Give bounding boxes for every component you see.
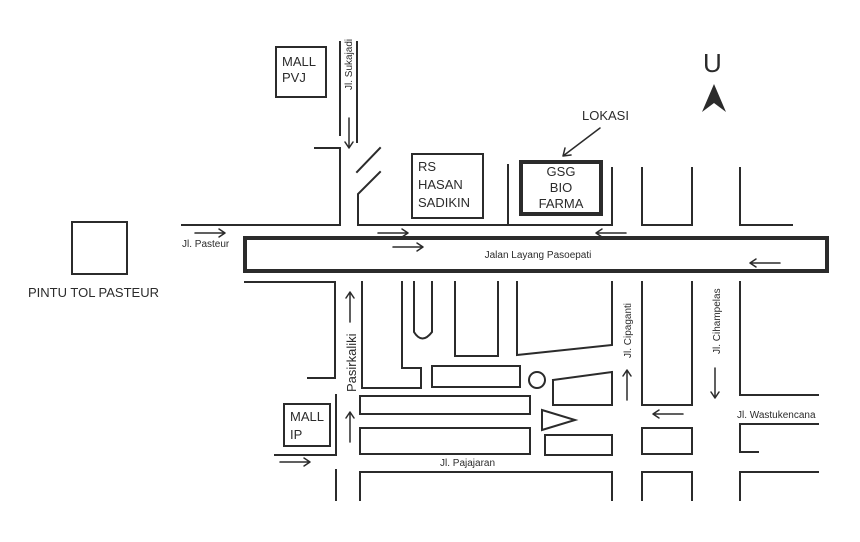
street-label-cipaganti: Jl. Cipaganti xyxy=(623,303,634,358)
north-arrow-icon xyxy=(702,84,726,112)
road-outlines xyxy=(181,41,819,501)
mall-ip-label-line2: IP xyxy=(290,427,302,442)
street-label-sukajadi: Jl. Sukajadi xyxy=(344,39,355,90)
street-label-cihampelas: Jl. Cihampelas xyxy=(712,288,723,354)
street-label-pasirkaliki: Pasirkaliki xyxy=(344,333,359,392)
arrow-down-icon xyxy=(710,367,720,399)
mall-ip-building xyxy=(283,403,331,447)
gsg-bio-farma-building xyxy=(519,160,603,216)
arrow-right-icon xyxy=(194,228,226,238)
mall-pvj-label-line2: PVJ xyxy=(282,70,306,85)
arrow-up-icon xyxy=(345,411,355,443)
arrow-right-icon xyxy=(377,228,409,238)
arrow-left-icon xyxy=(749,258,781,268)
arrow-right-icon xyxy=(392,242,424,252)
mall-ip-label-line1: MALL xyxy=(290,409,324,424)
mall-pvj-building xyxy=(275,46,327,98)
location-label: LOKASI xyxy=(582,108,629,123)
pintu-tol-label: PINTU TOL PASTEUR xyxy=(28,285,159,300)
rs-hasan-sadikin-building xyxy=(411,153,484,219)
rs-label-line1: RS xyxy=(418,159,436,174)
street-label-pasteur: Jl. Pasteur xyxy=(182,239,230,250)
north-label: U xyxy=(703,48,722,78)
rs-label-line3: SADIKIN xyxy=(418,195,470,210)
flyover-label: Jalan Layang Pasoepati xyxy=(485,250,592,261)
gsg-label-line2: BIO xyxy=(550,180,572,195)
rs-label-line2: HASAN xyxy=(418,177,463,192)
pintu-tol-pasteur-building xyxy=(71,221,128,275)
arrow-left-icon xyxy=(652,409,684,419)
location-pointer-arrow-icon xyxy=(562,127,601,157)
arrow-right-icon xyxy=(279,457,311,467)
arrow-up-icon xyxy=(622,369,632,401)
gsg-label-line3: FARMA xyxy=(539,196,584,211)
street-label-wastukencana: Jl. Wastukencana xyxy=(737,410,816,421)
mall-pvj-label-line1: MALL xyxy=(282,54,316,69)
flyover-jalan-layang-pasoepati xyxy=(243,236,829,273)
arrow-left-icon xyxy=(595,228,627,238)
gsg-label-line1: GSG xyxy=(547,164,576,179)
arrow-up-icon xyxy=(345,291,355,323)
street-label-pajajaran: Jl. Pajajaran xyxy=(440,458,495,469)
arrow-down-icon xyxy=(344,117,354,149)
traffic-direction-arrows xyxy=(194,117,781,467)
